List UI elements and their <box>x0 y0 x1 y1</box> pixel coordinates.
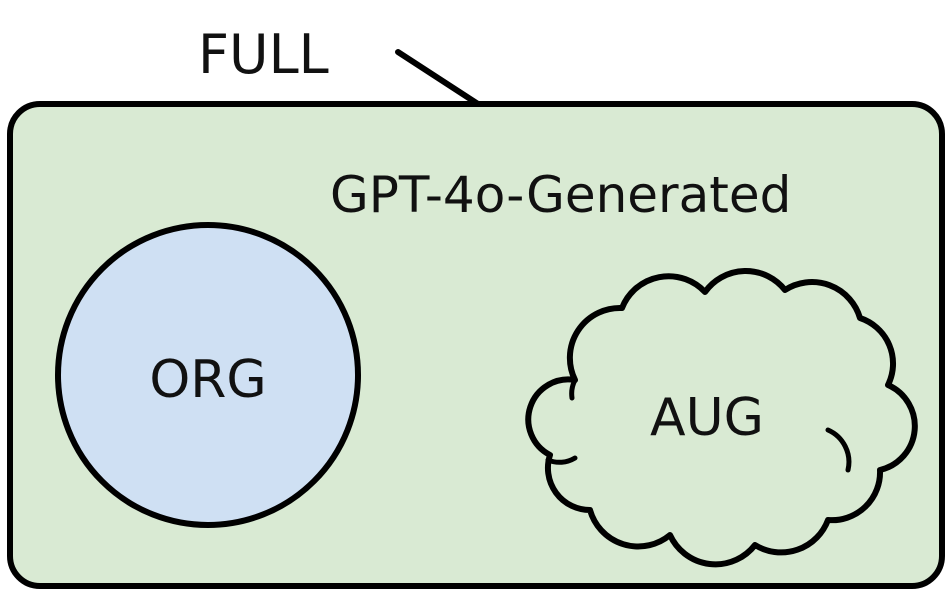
full-label: FULL <box>198 23 329 86</box>
generated-region-label: GPT-4o-Generated <box>330 166 791 224</box>
org-label: ORG <box>149 350 266 410</box>
full-pointer-line <box>395 49 481 107</box>
aug-label: AUG <box>650 388 764 448</box>
org-circle <box>55 222 361 528</box>
aug-cloud-detail <box>545 377 852 473</box>
aug-cloud <box>525 267 918 568</box>
